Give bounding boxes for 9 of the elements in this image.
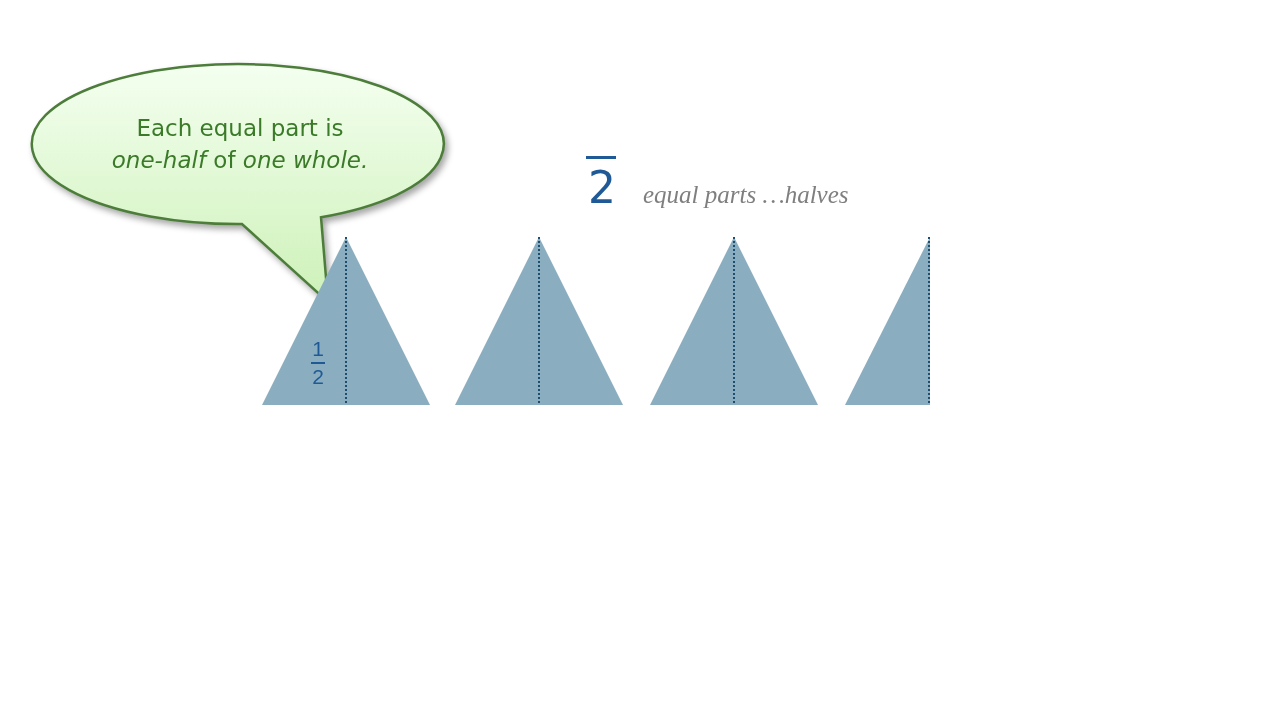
half-triangle <box>845 237 930 405</box>
numerator: 1 <box>311 338 325 360</box>
callout-text: Each equal part is one-half of one whole. <box>110 114 370 175</box>
halved-triangle <box>650 237 818 405</box>
halved-triangle <box>262 237 430 405</box>
note-text: equal parts …halves <box>643 181 849 209</box>
denominator: 2 <box>588 163 616 213</box>
denominator: 2 <box>311 366 325 388</box>
halved-triangle <box>455 237 623 405</box>
